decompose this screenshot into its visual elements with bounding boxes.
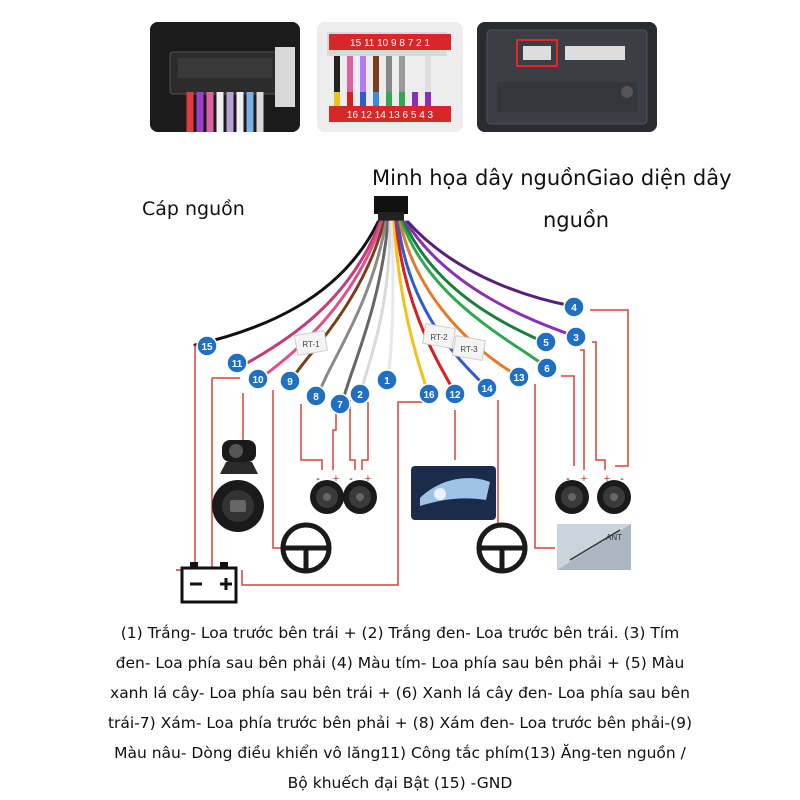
wiring-diagram: RT-1 RT-2 RT-3 15 11 10 9 8 7 2 1 16 12 14 13 6 3 4 5 bbox=[176, 196, 631, 604]
wire-badge-5: 5 bbox=[535, 331, 557, 353]
battery-icon bbox=[180, 562, 238, 604]
main-title: Minh họa dây nguồnGiao diện dây bbox=[372, 166, 732, 190]
wire-badge-number: 3 bbox=[573, 333, 579, 344]
wire-badge-number: 2 bbox=[357, 390, 363, 401]
main-title-continued: nguồn bbox=[543, 208, 610, 232]
wire-number-badges: 15 11 10 9 8 7 2 1 16 12 14 13 6 3 4 5 bbox=[196, 296, 587, 415]
wire-badge-4: 4 bbox=[563, 296, 585, 318]
wire-badge-12: 12 bbox=[444, 383, 466, 405]
steering-wheel-right-icon bbox=[476, 522, 528, 574]
wire-badge-number: 12 bbox=[449, 390, 461, 401]
wire-badge-10: 10 bbox=[247, 368, 269, 390]
speaker-icon bbox=[343, 480, 377, 514]
connector-rt3-label: RT-3 bbox=[460, 345, 478, 354]
minus-sign: - bbox=[316, 473, 320, 485]
caption: (1) Trắng- Loa trước bên trái + (2) Trắn… bbox=[60, 618, 740, 798]
wire-badge-1: 1 bbox=[376, 369, 398, 391]
speakers bbox=[310, 480, 631, 514]
numbered-wires-photo: 15 11 10 9 8 7 2 1 16 12 14 13 6 5 4 3 bbox=[317, 22, 463, 132]
steering-wheel-left-icon bbox=[280, 522, 332, 574]
photo-top-numbers: 15 11 10 9 8 7 2 1 bbox=[350, 38, 430, 49]
connector-rt2: RT-2 bbox=[421, 322, 457, 350]
wire-badge-number: 6 bbox=[544, 364, 550, 375]
caption-line: (1) Trắng- Loa trước bên trái + (2) Trắn… bbox=[120, 624, 680, 642]
wire-badge-13: 13 bbox=[508, 366, 530, 388]
wire-badge-11: 11 bbox=[226, 352, 248, 374]
connector-rt1: RT-1 bbox=[293, 329, 329, 357]
wire-badge-number: 15 bbox=[201, 342, 213, 353]
speaker-icon bbox=[597, 480, 631, 514]
speaker-icon bbox=[310, 480, 344, 514]
head-unit-back-photo bbox=[477, 22, 657, 132]
connector-rt3: RT-3 bbox=[451, 334, 487, 362]
wire-badge-8: 8 bbox=[305, 385, 327, 407]
connector-rt1-label: RT-1 bbox=[302, 340, 320, 349]
plus-sign: + bbox=[365, 473, 371, 485]
wire-badge-7: 7 bbox=[329, 393, 351, 415]
caption-line: đen- Loa phía sau bên phải (4) Màu tím- … bbox=[115, 654, 685, 672]
wire-badge-number: 5 bbox=[543, 338, 549, 349]
wire-badge-number: 4 bbox=[571, 303, 577, 314]
plus-sign: + bbox=[581, 473, 587, 485]
wire-badge-number: 13 bbox=[513, 373, 525, 384]
wire-badge-number: 10 bbox=[252, 375, 264, 386]
antenna-label: ANT bbox=[606, 533, 622, 542]
wire-badge-2: 2 bbox=[349, 383, 371, 405]
antenna-icon: ANT bbox=[557, 524, 631, 570]
key-switch-icon bbox=[212, 480, 264, 532]
wire-badge-3: 3 bbox=[565, 326, 587, 348]
polarity-labels: -+-+-++- bbox=[316, 473, 624, 485]
caption-line: Bộ khuếch đại Bật (15) -GND bbox=[287, 774, 513, 792]
wire-badge-15: 15 bbox=[196, 335, 218, 357]
wire-badge-number: 16 bbox=[423, 390, 435, 401]
wire-badge-number: 14 bbox=[481, 384, 493, 395]
wire-badge-number: 1 bbox=[384, 376, 390, 387]
cable-title: Cáp nguồn bbox=[142, 198, 245, 220]
minus-sign: - bbox=[566, 473, 570, 485]
minus-sign: - bbox=[620, 473, 624, 485]
connector-rt2-label: RT-2 bbox=[430, 333, 448, 342]
speaker-icon bbox=[555, 480, 589, 514]
caption-line: Màu nâu- Dòng điều khiển vô lăng11) Công… bbox=[114, 744, 686, 762]
wire-badge-9: 9 bbox=[279, 370, 301, 392]
wire-badge-number: 7 bbox=[337, 400, 343, 411]
harness-connector-photo bbox=[150, 22, 300, 132]
plus-sign: + bbox=[604, 473, 610, 485]
wire-badge-number: 8 bbox=[313, 392, 319, 403]
photo-bottom-numbers: 16 12 14 13 6 5 4 3 bbox=[347, 110, 434, 121]
caption-line: xanh lá cây- Loa phía sau bên trái + (6)… bbox=[110, 684, 690, 702]
wire-badge-14: 14 bbox=[476, 377, 498, 399]
caption-line: trái-7) Xám- Loa phía trước bên phải + (… bbox=[107, 714, 693, 732]
harness-plug bbox=[374, 196, 408, 222]
wire-badge-16: 16 bbox=[418, 383, 440, 405]
camera-icon bbox=[220, 440, 258, 474]
wire-badge-number: 11 bbox=[232, 359, 243, 370]
wire-badge-6: 6 bbox=[536, 357, 558, 379]
headlight-icon bbox=[411, 466, 496, 520]
plus-sign: + bbox=[333, 473, 339, 485]
minus-sign: - bbox=[349, 473, 353, 485]
wire-badge-number: 9 bbox=[287, 377, 293, 388]
